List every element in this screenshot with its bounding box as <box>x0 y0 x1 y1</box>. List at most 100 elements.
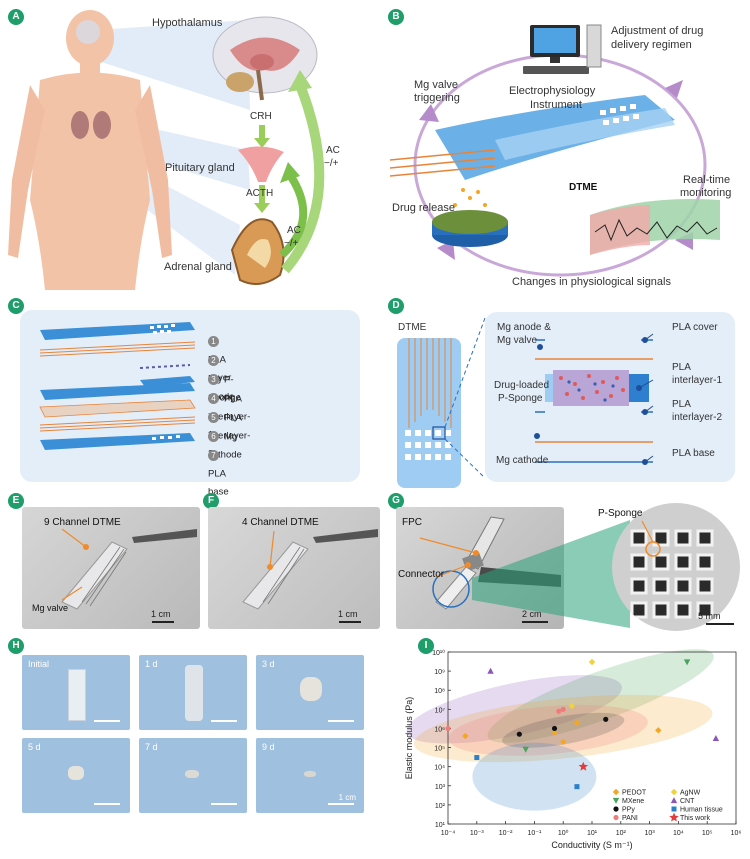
scale-label-g2: 5 mm <box>698 611 721 621</box>
data-point <box>487 667 494 674</box>
legend-marker <box>670 788 678 796</box>
legend-marker <box>613 806 619 812</box>
label-connector: Connector <box>398 569 445 580</box>
y-tick-label: 10⁵ <box>434 746 445 753</box>
region-ellipse <box>413 694 713 763</box>
label-pla-inter2-1: PLA <box>672 399 691 410</box>
x-tick-label: 10⁻² <box>499 830 513 837</box>
data-point <box>603 716 609 722</box>
legend-marker <box>670 797 678 804</box>
device-sample <box>300 677 322 701</box>
scale-bar <box>94 720 120 722</box>
y-tick-label: 10⁶ <box>434 726 445 733</box>
scale-bar <box>211 720 237 722</box>
layer-number: 1 <box>208 336 219 348</box>
p-sponge-grid <box>630 520 714 619</box>
label-realtime-2: monitoring <box>680 187 732 199</box>
label-pla-inter1-1: PLA <box>672 362 691 373</box>
label-ac-inner-sign: −/+ <box>284 238 299 249</box>
x-tick-label: 10⁻⁴ <box>441 830 456 837</box>
label-changes: Changes in physiological signals <box>512 276 671 288</box>
zoom-beam-g <box>472 520 630 628</box>
data-point <box>712 735 720 742</box>
y-tick-label: 10¹ <box>435 822 446 829</box>
degradation-tile-5d: 5 d <box>22 738 130 813</box>
data-point <box>474 755 480 761</box>
region-ellipse <box>448 704 648 756</box>
legend-label: MXene <box>622 798 644 805</box>
x-tick-label: 10³ <box>645 830 656 837</box>
label-mg-cathode-d: Mg cathode <box>496 455 549 466</box>
x-tick-label: 10⁶ <box>731 830 742 837</box>
scale-bar <box>328 720 354 722</box>
label-adjust-1: Adjustment of drug <box>611 25 704 37</box>
label-pla-base-d: PLA base <box>672 448 715 459</box>
label-hypothalamus: Hypothalamus <box>152 17 223 29</box>
label-ephys-2: Instrument <box>530 99 582 111</box>
label-drug-release: Drug release <box>392 202 455 214</box>
y-tick-label: 10⁷ <box>435 707 446 714</box>
panel-badge-a: A <box>8 9 24 25</box>
label-mg-valve-e: Mg valve <box>32 603 69 613</box>
degradation-tile-initial: Initial <box>22 655 130 730</box>
legend-marker <box>669 812 679 822</box>
panel-badge-d: D <box>388 298 404 314</box>
scale-bar-f <box>339 621 361 623</box>
label-pituitary: Pituitary gland <box>165 162 235 174</box>
y-tick-label: 10² <box>435 803 446 810</box>
scale-bar-e <box>152 621 174 623</box>
label-acth: ACTH <box>246 188 274 199</box>
scale-bar <box>328 803 354 805</box>
legend-label: PPy <box>622 807 635 814</box>
label-ac-outer-sign: −/+ <box>324 158 339 169</box>
panel-badge-g: G <box>388 493 404 509</box>
layer-row: 2Mg anode <box>208 352 234 402</box>
panel-a-illustration <box>8 10 325 290</box>
layer-row: 7PLA base <box>208 447 229 497</box>
panel-d-device <box>397 317 486 488</box>
degradation-tile-9d: 9 d 1 cm <box>256 738 364 813</box>
tile-label: Initial <box>28 659 50 669</box>
x-tick-label: 10¹ <box>587 830 598 837</box>
label-mg-valve-1: Mg valve <box>414 79 459 91</box>
degradation-tile-3d: 3 d <box>256 655 364 730</box>
x-tick-label: 10² <box>616 830 627 837</box>
region-ellipse <box>502 712 625 748</box>
layer-number: 5 <box>208 412 219 424</box>
data-point <box>588 658 596 666</box>
panel-c-layer-stack <box>39 322 196 450</box>
scale-bar <box>94 803 120 805</box>
device-sample <box>185 665 203 721</box>
region-ellipse <box>472 742 597 811</box>
zoom-circle-psponge <box>612 503 740 631</box>
label-pla-cover-d: PLA cover <box>672 322 718 333</box>
region-ellipses <box>406 649 714 811</box>
x-axis-label: Conductivity (S m⁻¹) <box>551 840 632 850</box>
scale-bar <box>211 803 237 805</box>
device-sample <box>304 771 316 777</box>
panel-badge-i: I <box>418 638 434 654</box>
legend-marker <box>612 788 620 796</box>
x-tick-label: 10⁻¹ <box>527 830 541 837</box>
legend-label: CNT <box>680 798 695 805</box>
label-ac-inner: AC <box>287 225 301 236</box>
legend-label: AgNW <box>680 790 701 797</box>
data-point <box>516 731 522 737</box>
legend-marker <box>671 806 677 812</box>
label-ephys-1: Electrophysiology <box>509 85 596 97</box>
panel-badge-f: F <box>203 493 219 509</box>
scale-bar-g <box>522 621 548 623</box>
device-sample <box>68 766 84 780</box>
scale-label-e: 1 cm <box>151 609 171 619</box>
device-9-channel <box>61 528 197 610</box>
scale-label-h: 1 cm <box>338 793 356 802</box>
layer-label: Mg cathode <box>208 431 242 461</box>
device-sample <box>185 770 199 778</box>
label-drug-loaded-2: P-Sponge <box>498 393 543 404</box>
label-dtme-b: DTME <box>569 182 598 193</box>
